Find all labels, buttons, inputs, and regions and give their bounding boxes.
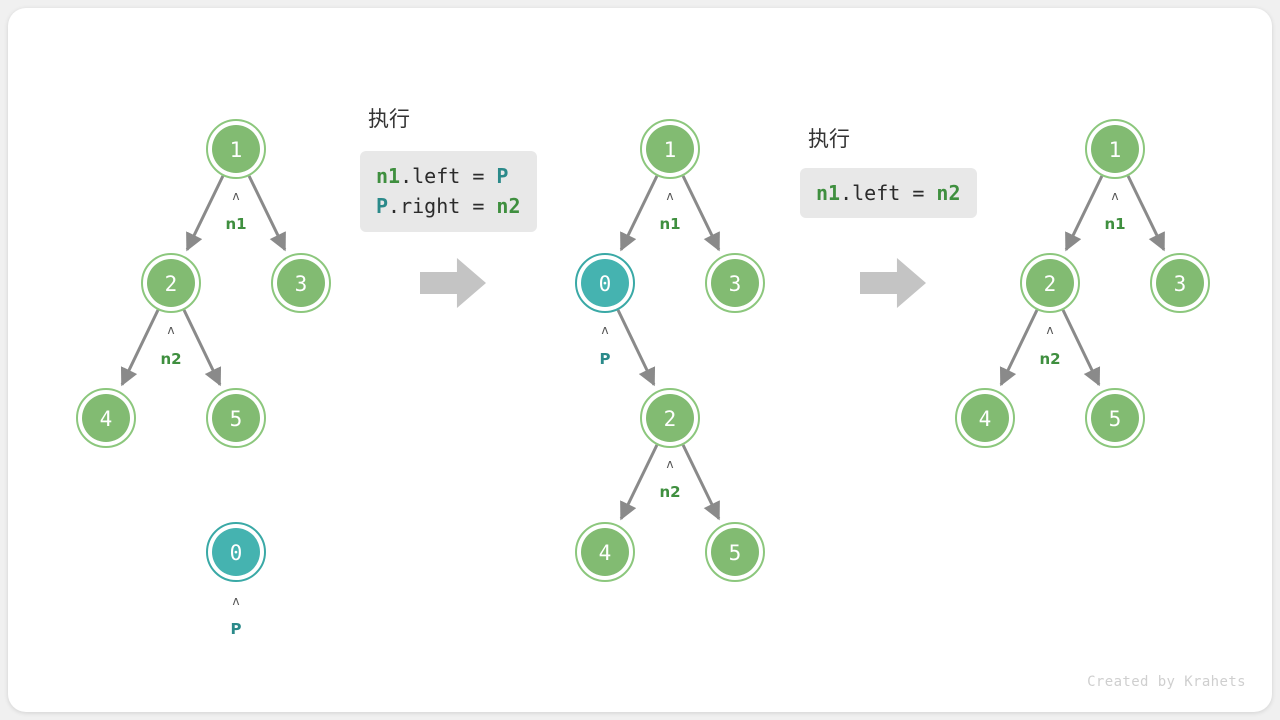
exec-heading-1: 执行: [368, 107, 410, 131]
code-token: .left =: [840, 181, 937, 205]
tree-node: 4: [955, 388, 1015, 448]
code-line: n1.left = n2: [816, 178, 961, 208]
pointer-caret-icon: ʌ: [666, 189, 673, 203]
transition-arrow-icon: [420, 258, 486, 308]
code-token: n1: [376, 164, 401, 188]
node-value: 1: [1109, 138, 1122, 162]
tree-edge: [999, 309, 1039, 387]
pointer-label: n2: [659, 483, 680, 501]
code-token: P: [376, 194, 389, 219]
pointer-caret-icon: ʌ: [232, 594, 239, 608]
pointer-label: n1: [1104, 215, 1125, 233]
transition-arrow-icon: [860, 258, 926, 308]
node-value: 3: [295, 272, 308, 296]
code-line: P.right = n2: [376, 191, 521, 221]
tree-edge: [182, 309, 222, 387]
nodes-layer: 1 2 3 4 5 0 1 0 3 2 4 5 1 2 3 4 5: [76, 119, 1210, 582]
code-line: n1.left = P: [376, 161, 521, 191]
node-value: 4: [599, 541, 612, 565]
pointer-caret-icon: ʌ: [601, 323, 608, 337]
tree-node: 0: [575, 253, 635, 313]
code-token: .left =: [400, 164, 497, 188]
tree-node: 1: [1085, 119, 1145, 179]
tree-node: 2: [640, 388, 700, 448]
node-value: 5: [230, 407, 243, 431]
node-value: 2: [165, 272, 178, 296]
pointer-label: n1: [659, 215, 680, 233]
edges-layer: [120, 175, 1166, 521]
code-box-step-3: n1.left = n2: [800, 168, 977, 219]
node-value: 3: [1174, 272, 1187, 296]
tree-edge: [619, 444, 659, 521]
tree-node: 1: [206, 119, 266, 179]
pointer-label: n1: [225, 215, 246, 233]
node-value: 2: [1044, 272, 1057, 296]
tree-edge: [681, 175, 721, 252]
code-token: .right =: [388, 194, 497, 219]
tree-edge: [1064, 175, 1104, 252]
tree-node: 2: [1020, 253, 1080, 313]
pointer-caret-icon: ʌ: [232, 189, 239, 203]
node-value: 2: [664, 407, 677, 431]
tree-edge: [247, 175, 287, 252]
tree-edge: [681, 444, 721, 521]
pointer-label: P: [600, 350, 611, 368]
pointer-label: n2: [1039, 350, 1060, 368]
node-value: 5: [1109, 407, 1122, 431]
node-value: 0: [230, 541, 243, 565]
tree-node: 3: [271, 253, 331, 313]
tree-node: 2: [141, 253, 201, 313]
node-value: 1: [230, 138, 243, 162]
node-value: 4: [979, 407, 992, 431]
pointer-caret-icon: ʌ: [1046, 323, 1053, 337]
tree-edge: [1061, 309, 1101, 387]
pointer-label: P: [231, 620, 242, 638]
tree-node: 4: [76, 388, 136, 448]
tree-edge: [1126, 175, 1166, 252]
tree-node: 3: [705, 253, 765, 313]
tree-node: 5: [705, 522, 765, 582]
tree-node: 5: [1085, 388, 1145, 448]
node-value: 0: [599, 272, 612, 296]
tree-node: 4: [575, 522, 635, 582]
pointer-label: n2: [160, 350, 181, 368]
pointer-caret-icon: ʌ: [167, 323, 174, 337]
node-value: 4: [100, 407, 113, 431]
tree-edge: [185, 175, 225, 252]
code-token: n2: [936, 181, 961, 205]
tree-node: 5: [206, 388, 266, 448]
tree-edge: [616, 309, 656, 387]
tree-edge: [619, 175, 659, 252]
exec-heading-2: 执行: [808, 127, 850, 151]
code-token: n1: [816, 181, 841, 205]
code-token: P: [496, 164, 509, 188]
pointer-caret-icon: ʌ: [666, 457, 673, 471]
node-value: 3: [729, 272, 742, 296]
tree-node: 1: [640, 119, 700, 179]
node-value: 1: [664, 138, 677, 162]
node-value: 5: [729, 541, 742, 565]
tree-edge: [120, 309, 160, 387]
transition-arrows-layer: [420, 258, 926, 308]
tree-node: 3: [1150, 253, 1210, 313]
tree-node: 0: [206, 522, 266, 582]
pointer-caret-icon: ʌ: [1111, 189, 1118, 203]
code-token: n2: [496, 194, 521, 219]
credit-text: Created by Krahets: [1087, 674, 1246, 690]
